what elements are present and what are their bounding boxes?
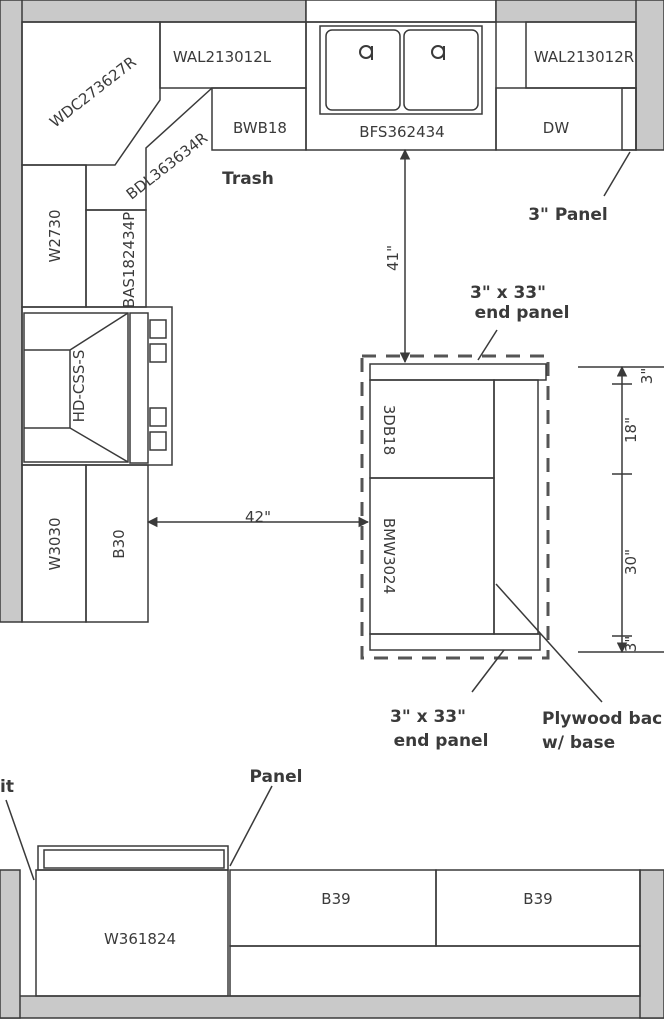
knob-4 — [149, 431, 167, 451]
island-end-panel-bottom — [369, 633, 541, 651]
annotation-trash: Trash — [222, 169, 274, 189]
annotation-plywood-2: w/ base — [542, 733, 615, 753]
label-w361824: W361824 — [104, 930, 176, 948]
island-end-panel-top — [369, 363, 547, 381]
b30-cabinet — [85, 464, 149, 623]
annotation-end-panel-top-2: end panel — [475, 303, 570, 323]
dim-bottom-text: 3" — [622, 636, 640, 652]
three-inch-panel — [621, 87, 637, 151]
dim-18-text: 18" — [622, 417, 640, 443]
label-bwb: BWB18 — [233, 119, 287, 137]
top-wall-window-gap — [305, 0, 497, 23]
label-bfs: BFS362434 — [359, 123, 444, 141]
label-wal-left: WAL213012L — [173, 48, 272, 66]
sink-bowl-right — [403, 29, 479, 111]
label-hood: HD-CSS-S — [70, 350, 88, 423]
panel3-leader — [603, 151, 631, 197]
bottom-right-wall — [639, 869, 664, 1019]
plywood-leader — [495, 583, 603, 703]
annotation-plywood-1: Plywood bac — [542, 709, 662, 729]
end-panel-bottom-leader — [471, 649, 505, 693]
top-wall-left — [0, 0, 307, 23]
dim-42-text: 42" — [245, 508, 271, 526]
cut-leader — [5, 799, 35, 881]
annotation-panel: Panel — [250, 767, 303, 787]
bottom-wall — [0, 995, 664, 1019]
range-control-strip — [129, 312, 149, 464]
dim-41-text: 41" — [384, 245, 402, 271]
panel-leader — [229, 785, 273, 867]
b39-left-cabinet — [229, 869, 437, 947]
label-bmw: BMW3024 — [380, 518, 398, 594]
panel-top-cap — [37, 845, 229, 871]
wdc-corner-cabinet — [21, 21, 161, 166]
label-w2730: W2730 — [46, 209, 64, 262]
end-panel-top-leader — [477, 329, 498, 361]
sink-bowl-left — [325, 29, 401, 111]
label-bas: BAS182434P — [120, 212, 138, 308]
right-wall-upper — [635, 0, 664, 151]
label-w3030: W3030 — [46, 517, 64, 570]
label-b39-left: B39 — [321, 890, 350, 908]
island-dashed-outline — [360, 354, 550, 660]
annotation-end-panel-bottom-2: end panel — [394, 731, 489, 751]
b39-right-cabinet — [435, 869, 641, 947]
label-wdc: WDC273627R — [46, 53, 139, 132]
left-wall — [0, 0, 23, 623]
label-b30: B30 — [110, 529, 128, 558]
label-bdl: BDL363634R — [123, 129, 211, 203]
bottom-left-wall — [0, 869, 21, 1019]
label-b39-right: B39 — [523, 890, 552, 908]
hood-taper — [24, 312, 129, 463]
annotation-end-panel-top-1: 3" x 33" — [470, 283, 546, 303]
annotation-panel-3: 3" Panel — [528, 205, 608, 225]
sink-outline — [319, 25, 483, 115]
annotation-cut: it — [0, 777, 14, 797]
annotation-end-panel-bottom-1: 3" x 33" — [390, 707, 466, 727]
dim-top-text: 3" — [638, 368, 656, 384]
bottom-counter-strip — [229, 945, 641, 997]
plywood-back — [493, 379, 539, 635]
label-wal-right: WAL213012R — [534, 48, 634, 66]
dim-30-text: 30" — [622, 549, 640, 575]
label-db18: 3DB18 — [380, 405, 398, 455]
sink-faucets — [359, 45, 445, 60]
knob-3 — [149, 407, 167, 427]
knob-2 — [149, 343, 167, 363]
label-dw: DW — [543, 119, 570, 137]
panel-top-inner — [43, 849, 225, 869]
knob-1 — [149, 319, 167, 339]
